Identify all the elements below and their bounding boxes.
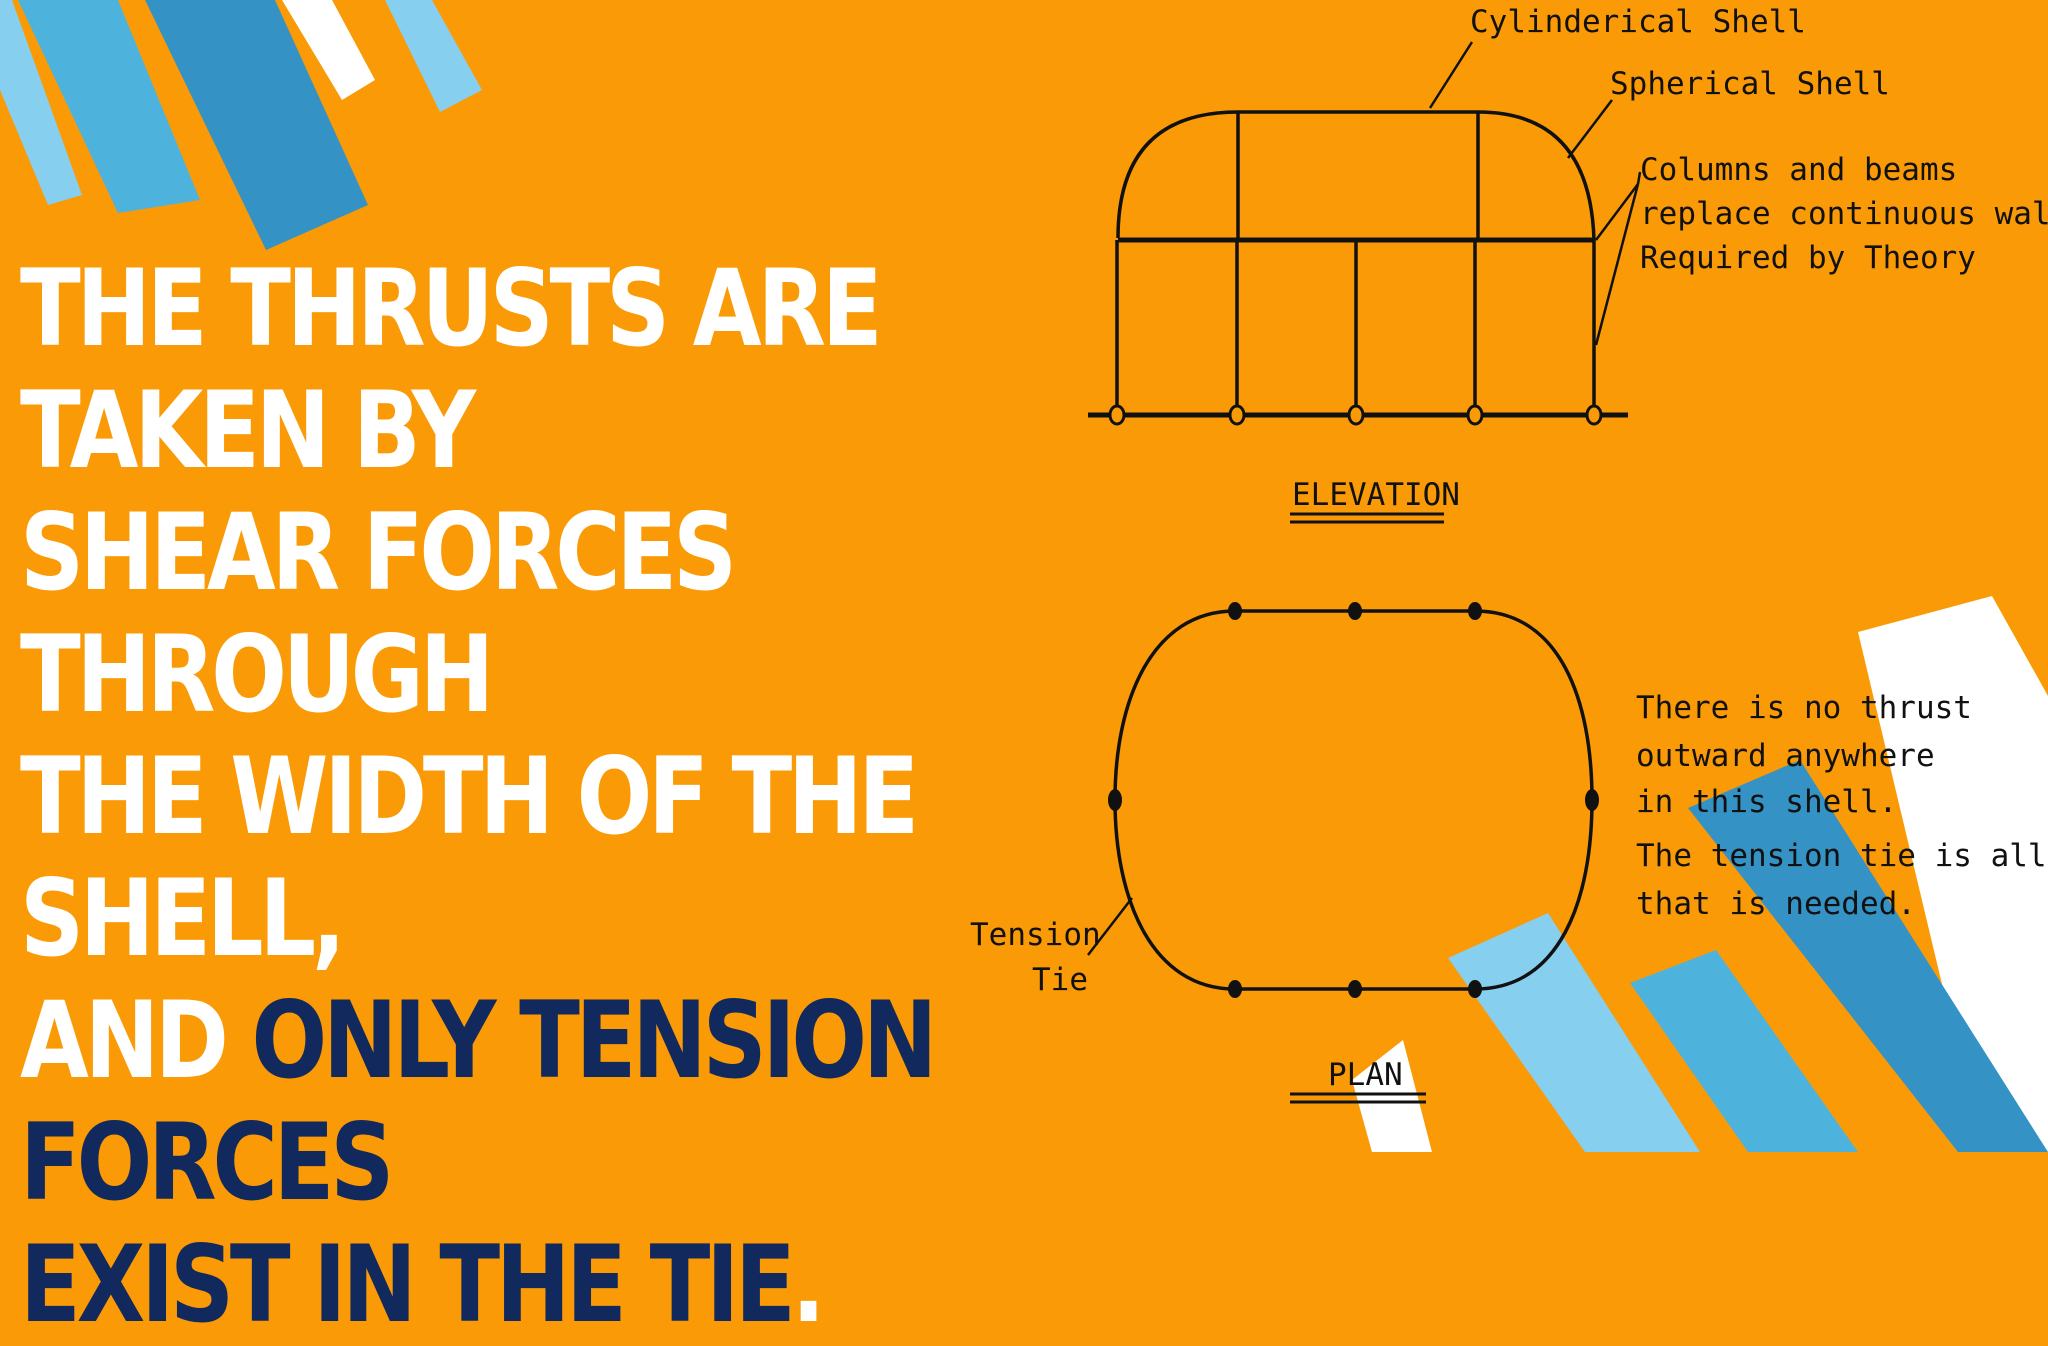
headline-line-5-end: . <box>791 1223 826 1346</box>
top-left-stripes <box>0 0 482 250</box>
elevation-drawing <box>1088 41 1642 524</box>
stripe-dark-left <box>145 0 368 250</box>
note-no-thrust-line-4: The tension tie is all <box>1636 838 2047 874</box>
label-cylindrical-shell: Cylinderical Shell <box>1470 4 1806 40</box>
stripe-white-left <box>282 0 375 100</box>
shell-roof-outline <box>1116 110 1596 241</box>
stripe-dark-right <box>1688 760 2048 1152</box>
stripe-light-left-2 <box>385 0 482 112</box>
leader-tension-tie <box>1087 897 1133 956</box>
note-no-thrust-line-3: in this shell. <box>1636 784 1897 820</box>
leader-columns-1 <box>1595 183 1639 241</box>
stripe-white-right <box>1858 596 2048 1152</box>
leader-cylindrical <box>1428 41 1474 109</box>
note-columns-line-2: replace continuous wall <box>1640 196 2048 232</box>
note-columns-line-1: Columns and beams <box>1640 152 1957 188</box>
label-spherical-shell: Spherical Shell <box>1610 66 1890 102</box>
note-columns-line-3: Required by Theory <box>1640 240 1976 276</box>
leader-spherical <box>1567 99 1613 159</box>
stripe-light-left <box>0 0 82 205</box>
caption-elevation: ELEVATION <box>1292 477 1460 513</box>
leader-columns-2 <box>1594 183 1640 346</box>
plan-columns <box>1108 602 1599 998</box>
note-no-thrust-line-5: that is needed. <box>1636 886 1916 922</box>
leader-columns-3 <box>1636 171 1642 185</box>
bottom-right-stripes <box>1352 596 2048 1152</box>
column-bases <box>1108 404 1603 426</box>
headline-line-2: SHEAR FORCES THROUGH <box>20 491 737 736</box>
label-tension: Tension <box>970 917 1101 953</box>
stripe-mid-left <box>18 0 200 213</box>
note-no-thrust-line-1: There is no thrust <box>1636 690 1972 726</box>
tension-tie-outline <box>1113 609 1594 991</box>
stripe-light-right <box>1448 913 1700 1152</box>
headline-line-3: THE WIDTH OF THE SHELL, <box>20 735 919 980</box>
diagram-labels: Cylinderical Shell Spherical Shell Colum… <box>970 4 2048 1093</box>
stripe-mid-right <box>1630 950 1858 1152</box>
headline-line-5-highlight: EXIST IN THE TIE <box>20 1223 796 1346</box>
note-no-thrust-line-2: outward anywhere <box>1636 738 1935 774</box>
headline-line-1: THE THRUSTS ARE TAKEN BY <box>20 247 883 492</box>
shell-diagram: Cylinderical Shell Spherical Shell Colum… <box>970 4 2048 1104</box>
caption-plan: PLAN <box>1328 1057 1403 1093</box>
decorative-stripes <box>0 0 2048 1152</box>
label-tie: Tie <box>1032 962 1088 998</box>
headline-line-4-plain: AND <box>20 979 252 1102</box>
stripe-white-bottom <box>1352 1040 1432 1152</box>
plan-drawing <box>1087 602 1599 1104</box>
